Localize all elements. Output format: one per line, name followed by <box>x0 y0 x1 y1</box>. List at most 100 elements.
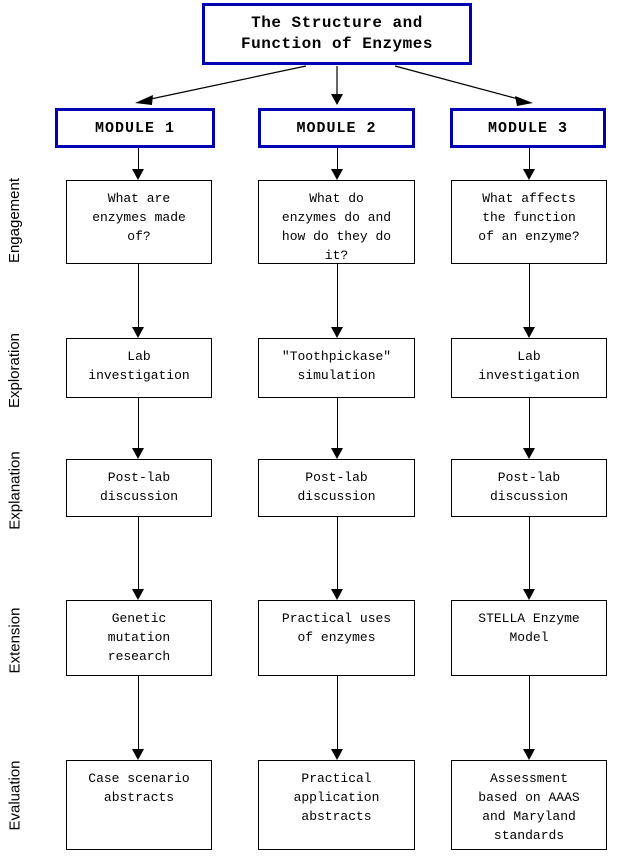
row-label-engagement-text: Engagement <box>6 177 24 263</box>
cell-explanation-module3[interactable]: Post-lab discussion <box>451 459 607 517</box>
cell-engagement-module1[interactable]: What are enzymes made of? <box>66 180 212 264</box>
cell-text-line: Post-lab <box>107 470 171 485</box>
cell-text-line: investigation <box>478 368 580 383</box>
cell-engagement-module3[interactable]: What affects the function of an enzyme? <box>451 180 607 264</box>
arrowhead-c2-explanation <box>331 448 343 459</box>
connector-c1-engagement-exploration <box>138 264 139 327</box>
connector-c2-extension-evaluation <box>337 676 338 749</box>
cell-text-line: abstracts <box>301 809 372 824</box>
arrowhead-c2-engagement <box>331 169 343 180</box>
cell-text-line: enzymes made <box>92 210 186 225</box>
row-label-extension-text: Extension <box>6 607 24 673</box>
cell-text-line: Case scenario <box>88 771 190 786</box>
cell-text-line: What affects <box>482 191 576 206</box>
cell-exploration-module1[interactable]: Lab investigation <box>66 338 212 398</box>
diagram-title-box: The Structure and Function of Enzymes <box>202 3 472 65</box>
diagram-title-line-2: Function of Enzymes <box>241 35 433 53</box>
row-label-exploration: Exploration <box>0 320 30 420</box>
arrowhead-c3-exploration <box>523 327 535 338</box>
row-label-engagement: Engagement <box>0 170 30 270</box>
connector-c2-engagement-exploration <box>337 264 338 327</box>
module-label-3: MODULE 3 <box>487 119 568 137</box>
cell-text-line: discussion <box>99 489 178 504</box>
cell-text-line: and Maryland <box>482 809 576 824</box>
cell-text-line: of? <box>127 229 151 244</box>
row-label-extension: Extension <box>0 590 30 690</box>
arrowhead-c3-evaluation <box>523 749 535 760</box>
cell-text-line: research <box>107 649 171 664</box>
cell-extension-module3[interactable]: STELLA Enzyme Model <box>451 600 607 676</box>
cell-text-line: standards <box>493 828 565 843</box>
connector-c2-exploration-explanation <box>337 398 338 448</box>
cell-exploration-module3[interactable]: Lab investigation <box>451 338 607 398</box>
connector-c2-explanation-extension <box>337 517 338 589</box>
row-label-evaluation-text: Evaluation <box>6 759 24 831</box>
cell-text-line: Genetic <box>111 611 167 626</box>
module-box-3[interactable]: MODULE 3 <box>450 108 606 148</box>
cell-explanation-module1[interactable]: Post-lab discussion <box>66 459 212 517</box>
arrowhead-c2-extension <box>331 589 343 600</box>
cell-evaluation-module3[interactable]: Assessment based on AAAS and Maryland st… <box>451 760 607 850</box>
cell-engagement-module2[interactable]: What do enzymes do and how do they do it… <box>258 180 415 264</box>
arrowhead-c2-exploration <box>331 327 343 338</box>
module-box-2[interactable]: MODULE 2 <box>258 108 415 148</box>
row-label-exploration-text: Exploration <box>6 332 24 408</box>
cell-text-line: Model <box>509 630 549 645</box>
connector-c1-exploration-explanation <box>138 398 139 448</box>
arrowhead-c1-explanation <box>132 448 144 459</box>
diagram-title-line-1: The Structure and <box>251 14 423 32</box>
connector-c3-extension-evaluation <box>529 676 530 749</box>
cell-text-line: how do they do <box>281 229 392 244</box>
cell-text-line: Practical <box>301 771 372 786</box>
arrowhead-c1-engagement <box>132 169 144 180</box>
cell-text-line: Assessment <box>489 771 568 786</box>
cell-text-line: Post-lab <box>305 470 368 485</box>
cell-text-line: Post-lab <box>497 470 561 485</box>
row-label-explanation: Explanation <box>0 440 30 540</box>
cell-text-line: What are <box>107 191 171 206</box>
cell-text-line: simulation <box>297 368 376 383</box>
cell-text-line: mutation <box>107 630 171 645</box>
module-label-2: MODULE 2 <box>296 119 377 137</box>
cell-text-line: application <box>293 790 380 805</box>
cell-extension-module1[interactable]: Genetic mutation research <box>66 600 212 676</box>
arrowhead-c1-exploration <box>132 327 144 338</box>
cell-extension-module2[interactable]: Practical uses of enzymes <box>258 600 415 676</box>
connector-c3-engagement-exploration <box>529 264 530 327</box>
cell-text-line: based on AAAS <box>478 790 580 805</box>
cell-text-line: What do <box>309 191 364 206</box>
cell-text-line: discussion <box>297 489 376 504</box>
module-box-1[interactable]: MODULE 1 <box>55 108 215 148</box>
cell-text-line: abstracts <box>103 790 175 805</box>
arrowhead-c1-evaluation <box>132 749 144 760</box>
cell-exploration-module2[interactable]: "Toothpickase" simulation <box>258 338 415 398</box>
cell-text-line: "Toothpickase" <box>281 349 392 364</box>
cell-text-line: Lab <box>517 349 541 364</box>
row-label-explanation-text: Explanation <box>6 450 24 530</box>
cell-evaluation-module2[interactable]: Practical application abstracts <box>258 760 415 850</box>
connector-c3-exploration-explanation <box>529 398 530 448</box>
cell-text-line: STELLA Enzyme <box>478 611 580 626</box>
cell-text-line: it? <box>324 248 349 263</box>
connector-c1-extension-evaluation <box>138 676 139 749</box>
connector-c2-module-engagement <box>337 148 338 169</box>
connector-c1-explanation-extension <box>138 517 139 589</box>
arrowhead-c3-engagement <box>523 169 535 180</box>
cell-text-line: of an enzyme? <box>478 229 580 244</box>
arrowhead-c2-evaluation <box>331 749 343 760</box>
cell-text-line: discussion <box>489 489 568 504</box>
arrowhead-c3-extension <box>523 589 535 600</box>
connector-c3-explanation-extension <box>529 517 530 589</box>
cell-text-line: Lab <box>127 349 151 364</box>
module-label-1: MODULE 1 <box>94 119 175 137</box>
cell-text-line: enzymes do and <box>281 210 392 225</box>
arrowhead-c3-explanation <box>523 448 535 459</box>
cell-evaluation-module1[interactable]: Case scenario abstracts <box>66 760 212 850</box>
cell-explanation-module2[interactable]: Post-lab discussion <box>258 459 415 517</box>
cell-text-line: investigation <box>88 368 190 383</box>
connector-c1-module-engagement <box>138 148 139 169</box>
cell-text-line: Practical uses <box>281 611 392 626</box>
connector-c3-module-engagement <box>529 148 530 169</box>
arrowhead-c1-extension <box>132 589 144 600</box>
